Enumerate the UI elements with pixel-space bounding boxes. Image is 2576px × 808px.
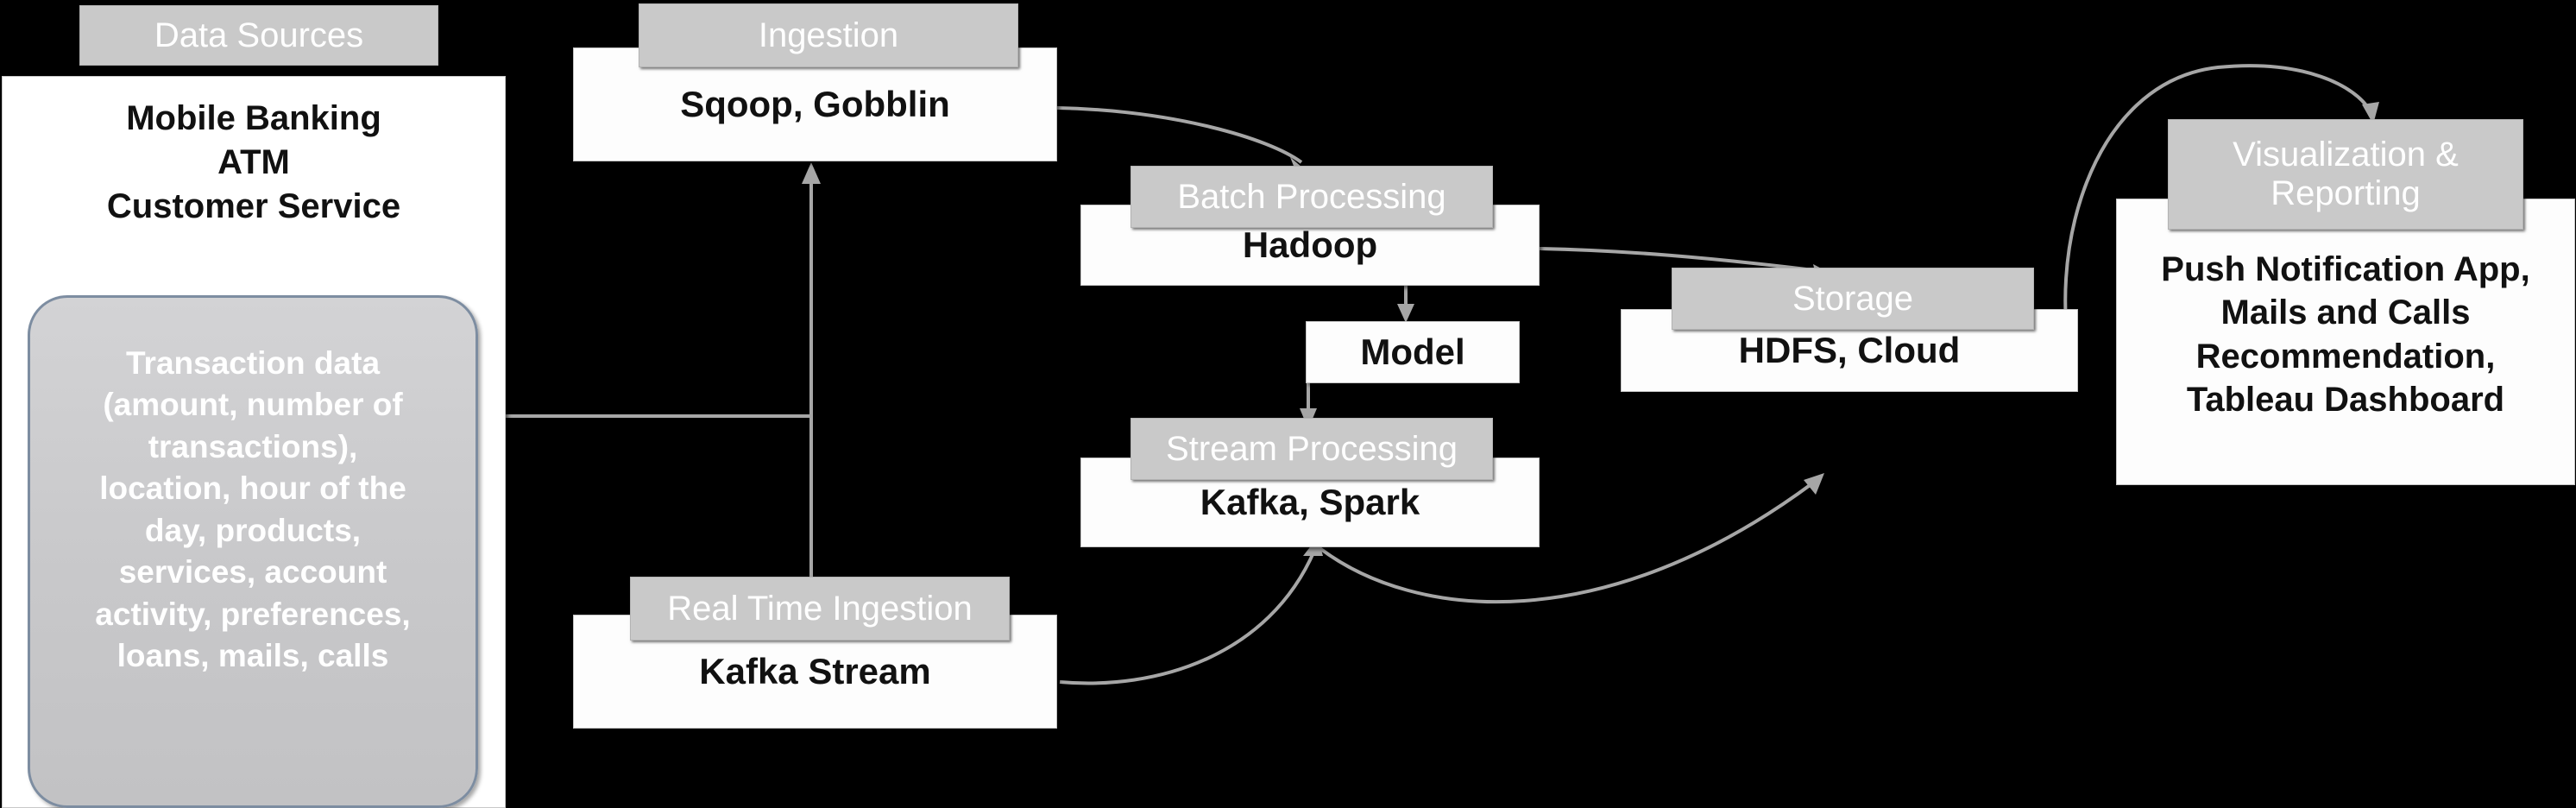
arrowhead-model	[1397, 304, 1414, 323]
arrowhead-storage-from-stream	[1804, 473, 1824, 495]
node-header-ingestion[interactable]: Ingestion	[639, 3, 1018, 67]
edge-rti-stream	[1059, 550, 1316, 685]
node-header-visualization[interactable]: Visualization & Reporting	[2168, 119, 2523, 230]
node-header-batch-processing[interactable]: Batch Processing	[1131, 166, 1493, 228]
node-header-real-time-ingestion[interactable]: Real Time Ingestion	[630, 577, 1010, 641]
transaction-data-box[interactable]: Transaction data (amount, number of tran…	[28, 295, 478, 808]
transaction-data-text: Transaction data (amount, number of tran…	[95, 345, 411, 674]
edge-ingestion-batch	[1056, 106, 1303, 164]
node-body-visualization[interactable]: Push Notification App, Mails and Calls R…	[2116, 199, 2575, 485]
node-header-stream-processing[interactable]: Stream Processing	[1131, 418, 1493, 480]
node-header-storage[interactable]: Storage	[1672, 268, 2034, 330]
data-sources-source-list: Mobile Banking ATM Customer Service	[106, 99, 401, 226]
node-header-data-sources[interactable]: Data Sources	[79, 5, 438, 66]
arrowhead-ingestion	[802, 162, 821, 184]
node-body-model[interactable]: Model	[1306, 321, 1520, 383]
